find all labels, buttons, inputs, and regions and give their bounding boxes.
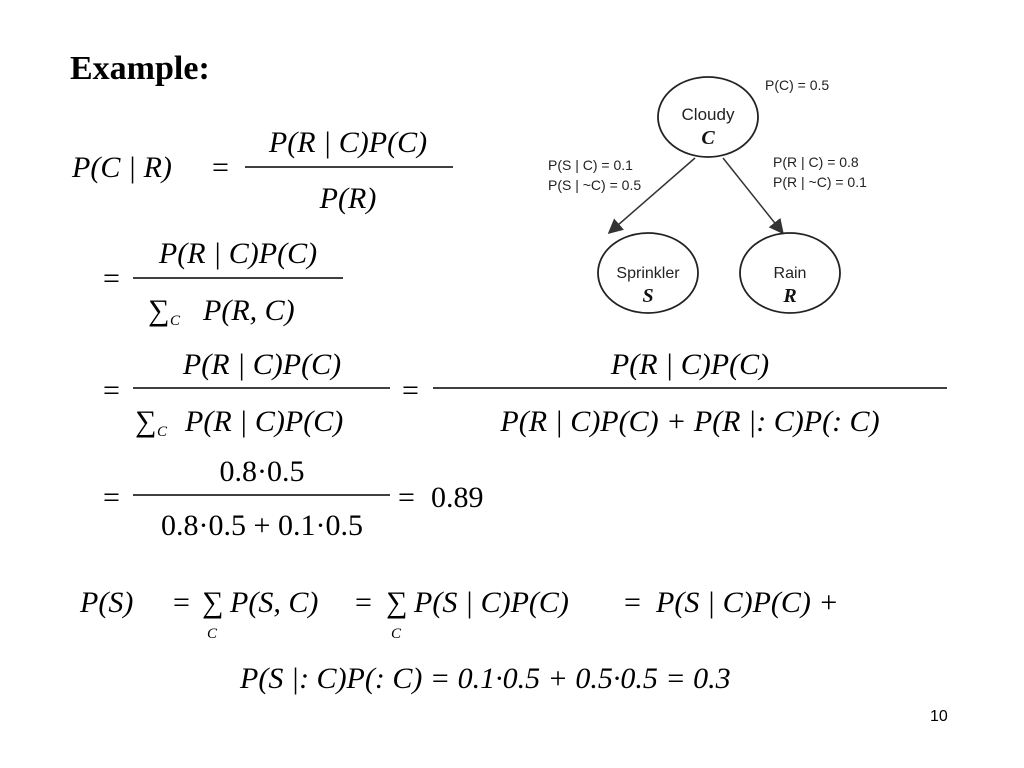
edge-cloudy-sprinkler [607, 157, 696, 234]
equation-line-6: P(S |: C)P(: C) = 0.1·0.5 + 0.5·0.5 = 0.… [239, 662, 731, 695]
eq5-sum-subscript-2: C [391, 626, 402, 642]
eq4-result: 0.89 [431, 481, 484, 514]
node-cloudy: Cloudy C [657, 76, 759, 158]
eq5-sum-icon-1: ∑ [202, 586, 223, 619]
slide-title: Example: [70, 50, 210, 87]
equation-line-5: P(S) = ∑ C P(S, C) = ∑ C P(S | C)P(C) = … [79, 586, 839, 642]
eq3-sum-subscript: C [157, 424, 168, 440]
eq1-denominator: P(R) [319, 182, 377, 215]
eq5-sum-icon-2: ∑ [386, 586, 407, 619]
equation-line-3: = P(R | C)P(C) ∑ C P(R | C)P(C) = P(R | … [103, 348, 947, 440]
equation-line-1: P(C | R) = P(R | C)P(C) P(R) [71, 126, 453, 215]
eq2-numerator: P(R | C)P(C) [158, 237, 317, 270]
eq5-equals-1: = [173, 586, 190, 619]
cpt-s-given-c: P(S | C) = 0.1 [548, 157, 633, 173]
eq4-denominator: 0.8·0.5 + 0.1·0.5 [161, 509, 363, 542]
eq2-sum-icon: ∑ [148, 294, 169, 327]
eq2-sum-subscript: C [170, 313, 181, 329]
eq5-equals-2: = [355, 586, 372, 619]
eq3-equals-1: = [103, 374, 120, 407]
eq5-equals-3: = [624, 586, 641, 619]
eq1-equals: = [212, 151, 229, 184]
eq3-equals-2: = [402, 374, 419, 407]
node-sprinkler: Sprinkler S [597, 232, 699, 314]
edge-cloudy-rain [722, 157, 784, 235]
node-sprinkler-name: Sprinkler [616, 265, 680, 282]
eq4-equals-1: = [103, 481, 120, 514]
bayes-network-diagram: Cloudy C Sprinkler S Rain R P(C) = 0.5 P… [548, 76, 867, 314]
cpt-r-given-c: P(R | C) = 0.8 [773, 154, 859, 170]
equation-line-4: = 0.8·0.5 0.8·0.5 + 0.1·0.5 = 0.89 [103, 455, 484, 542]
node-cloudy-name: Cloudy [682, 105, 735, 124]
node-rain-name: Rain [774, 265, 807, 282]
eq5-joint: P(S, C) [229, 586, 318, 619]
eq6-expression: P(S |: C)P(: C) = 0.1·0.5 + 0.5·0.5 = 0.… [239, 662, 731, 695]
eq4-numerator: 0.8·0.5 [220, 455, 305, 488]
eq1-numerator: P(R | C)P(C) [268, 126, 427, 159]
page-number: 10 [930, 708, 948, 725]
eq3-denominator-2: P(R | C)P(C) + P(R |: C)P(: C) [499, 405, 879, 438]
node-rain: Rain R [739, 232, 841, 314]
eq3-denominator-1: P(R | C)P(C) [184, 405, 343, 438]
eq3-numerator-1: P(R | C)P(C) [182, 348, 341, 381]
cpt-prior-c: P(C) = 0.5 [765, 77, 829, 93]
eq5-expansion: P(S | C)P(C) + [655, 586, 839, 619]
node-sprinkler-symbol: S [642, 285, 653, 307]
eq2-denominator: P(R, C) [202, 294, 295, 327]
eq5-sum-subscript-1: C [207, 626, 218, 642]
eq1-lhs: P(C | R) [71, 151, 172, 184]
eq5-p-s: P(S) [79, 586, 133, 619]
cpt-s-given-not-c: P(S | ~C) = 0.5 [548, 177, 641, 193]
cpt-r-given-not-c: P(R | ~C) = 0.1 [773, 174, 867, 190]
eq5-conditional: P(S | C)P(C) [413, 586, 569, 619]
node-rain-symbol: R [782, 285, 796, 307]
node-cloudy-symbol: C [701, 127, 715, 149]
eq3-numerator-2: P(R | C)P(C) [610, 348, 769, 381]
eq4-equals-2: = [398, 481, 415, 514]
eq3-sum-icon: ∑ [135, 405, 156, 438]
equation-line-2: = P(R | C)P(C) ∑ C P(R, C) [103, 237, 343, 329]
eq2-equals: = [103, 262, 120, 295]
